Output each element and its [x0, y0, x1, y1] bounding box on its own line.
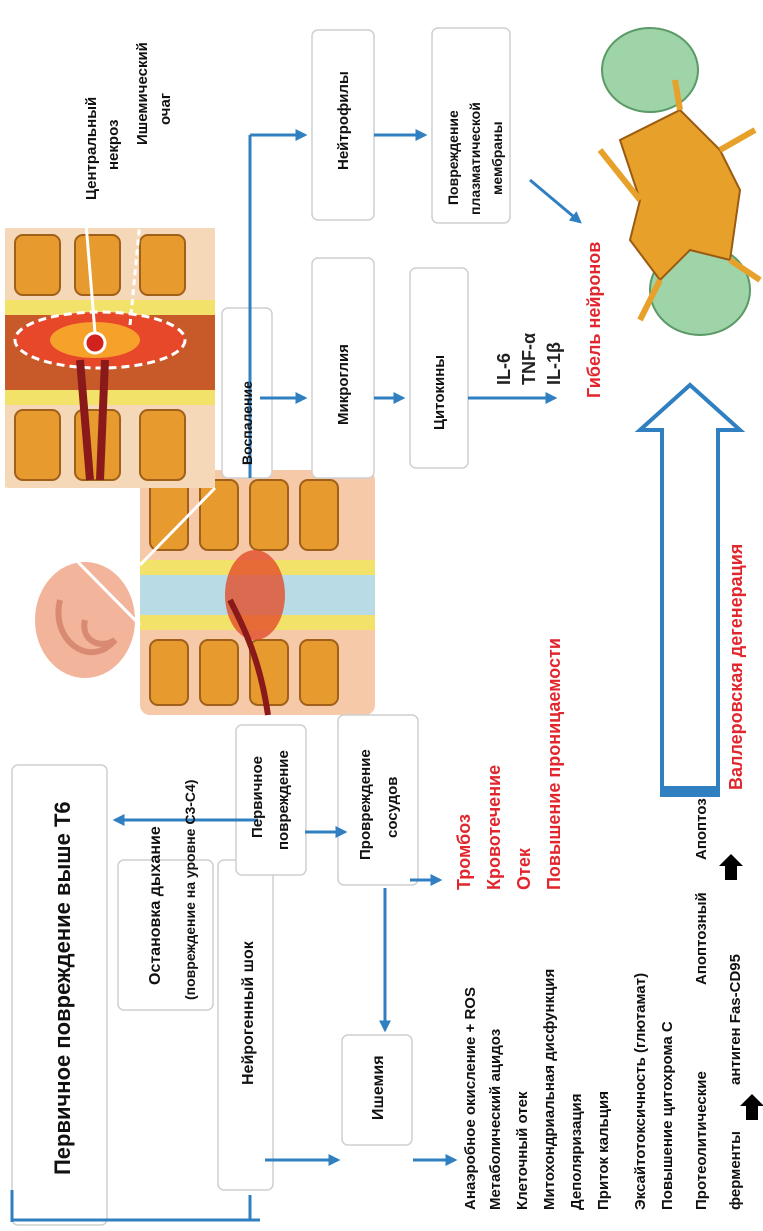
vascular-effect: Отек [514, 847, 534, 890]
cytokine-item: IL-6 [494, 353, 514, 385]
ischemia-effects-list: Анаэробное окисление + ROS Метаболически… [462, 969, 676, 1210]
cytokine-list: IL-6 TNF-α IL-1β [494, 333, 564, 385]
apoptosis-arrow-2 [740, 1094, 763, 1120]
node-vascular-line2: сосудов [384, 776, 401, 838]
wallerian-hollow-arrow [640, 385, 740, 795]
vascular-effect: Кровотечение [484, 765, 504, 890]
effect-item: Анаэробное окисление + ROS [462, 987, 479, 1210]
node-membrane-line3: мембраны [489, 121, 505, 195]
node-primary-injury-line1: Первичное [249, 756, 266, 838]
box-primary-injury [236, 725, 306, 875]
node-vascular-line1: Провреждение [357, 749, 374, 860]
apoptosis-enzymes: ферменты [727, 1131, 744, 1210]
node-ischemia: Ишемия [370, 1055, 387, 1120]
cytokine-item: IL-1β [544, 342, 564, 385]
effect-item: Эксайтотоксичность (глютамат) [632, 973, 649, 1210]
label-ischemic-focus-line1: Ишемический [134, 42, 151, 145]
node-respiratory-arrest: Остановка дыхание [147, 826, 164, 985]
effect-item: Приток кальция [595, 1091, 612, 1210]
apoptosis-proteolytic: Протеолитические [693, 1071, 710, 1210]
cytokine-item: TNF-α [519, 333, 539, 385]
vascular-effect: Повышение проницаемости [544, 638, 564, 890]
label-central-necrosis-line1: Центральный [83, 97, 100, 200]
node-respiratory-arrest-level: (повреждение на уровне С3-С4) [182, 780, 198, 1000]
label-ischemic-focus-line2: очаг [157, 93, 174, 125]
effect-item: Клеточный отек [514, 1091, 531, 1210]
outcome-neuron-death: Гибель нейронов [584, 242, 604, 398]
node-neutrophils: Нейтрофилы [335, 71, 352, 170]
outcome-wallerian-degeneration: Валлеровская дегенерация [726, 544, 746, 790]
vascular-effect: Тромбоз [454, 814, 474, 890]
neuron-cell-illustration [600, 28, 760, 335]
box-respiratory-arrest [118, 860, 213, 1010]
node-inflammation: Воспаление [239, 381, 255, 465]
effect-item: Митохондриальная дисфункция [541, 969, 558, 1210]
node-microglia: Микроглия [335, 344, 352, 425]
effect-item: Повышение цитохрома С [659, 1021, 676, 1210]
node-primary-injury-line2: повреждение [275, 750, 292, 850]
spine-illustration [140, 470, 375, 715]
label-central-necrosis-line2: некроз [105, 120, 122, 171]
box-vascular-damage [338, 715, 418, 885]
node-membrane-line2: плазматической [467, 102, 483, 215]
node-neurogenic-shock: Нейрогенный шок [240, 940, 257, 1085]
effect-item: Деполяризация [568, 1093, 585, 1210]
apoptosis-arrow-1 [719, 854, 743, 880]
vascular-effects-list: Тромбоз Кровотечение Отек Повышение прон… [454, 638, 564, 890]
node-primary-above-t6: Первичное повреждение выше Т6 [50, 801, 75, 1175]
node-membrane-line1: Повреждение [445, 110, 461, 205]
node-cytokines: Цитокины [431, 355, 448, 430]
apoptosis-antigen: антиген Fas-CD95 [727, 954, 744, 1085]
ear-illustration [35, 562, 135, 678]
apoptosis-result: Апоптоз [693, 798, 710, 860]
apoptosis-apoptotic: Апоптозный [693, 892, 710, 985]
effect-item: Метаболический ацидоз [487, 1029, 504, 1210]
